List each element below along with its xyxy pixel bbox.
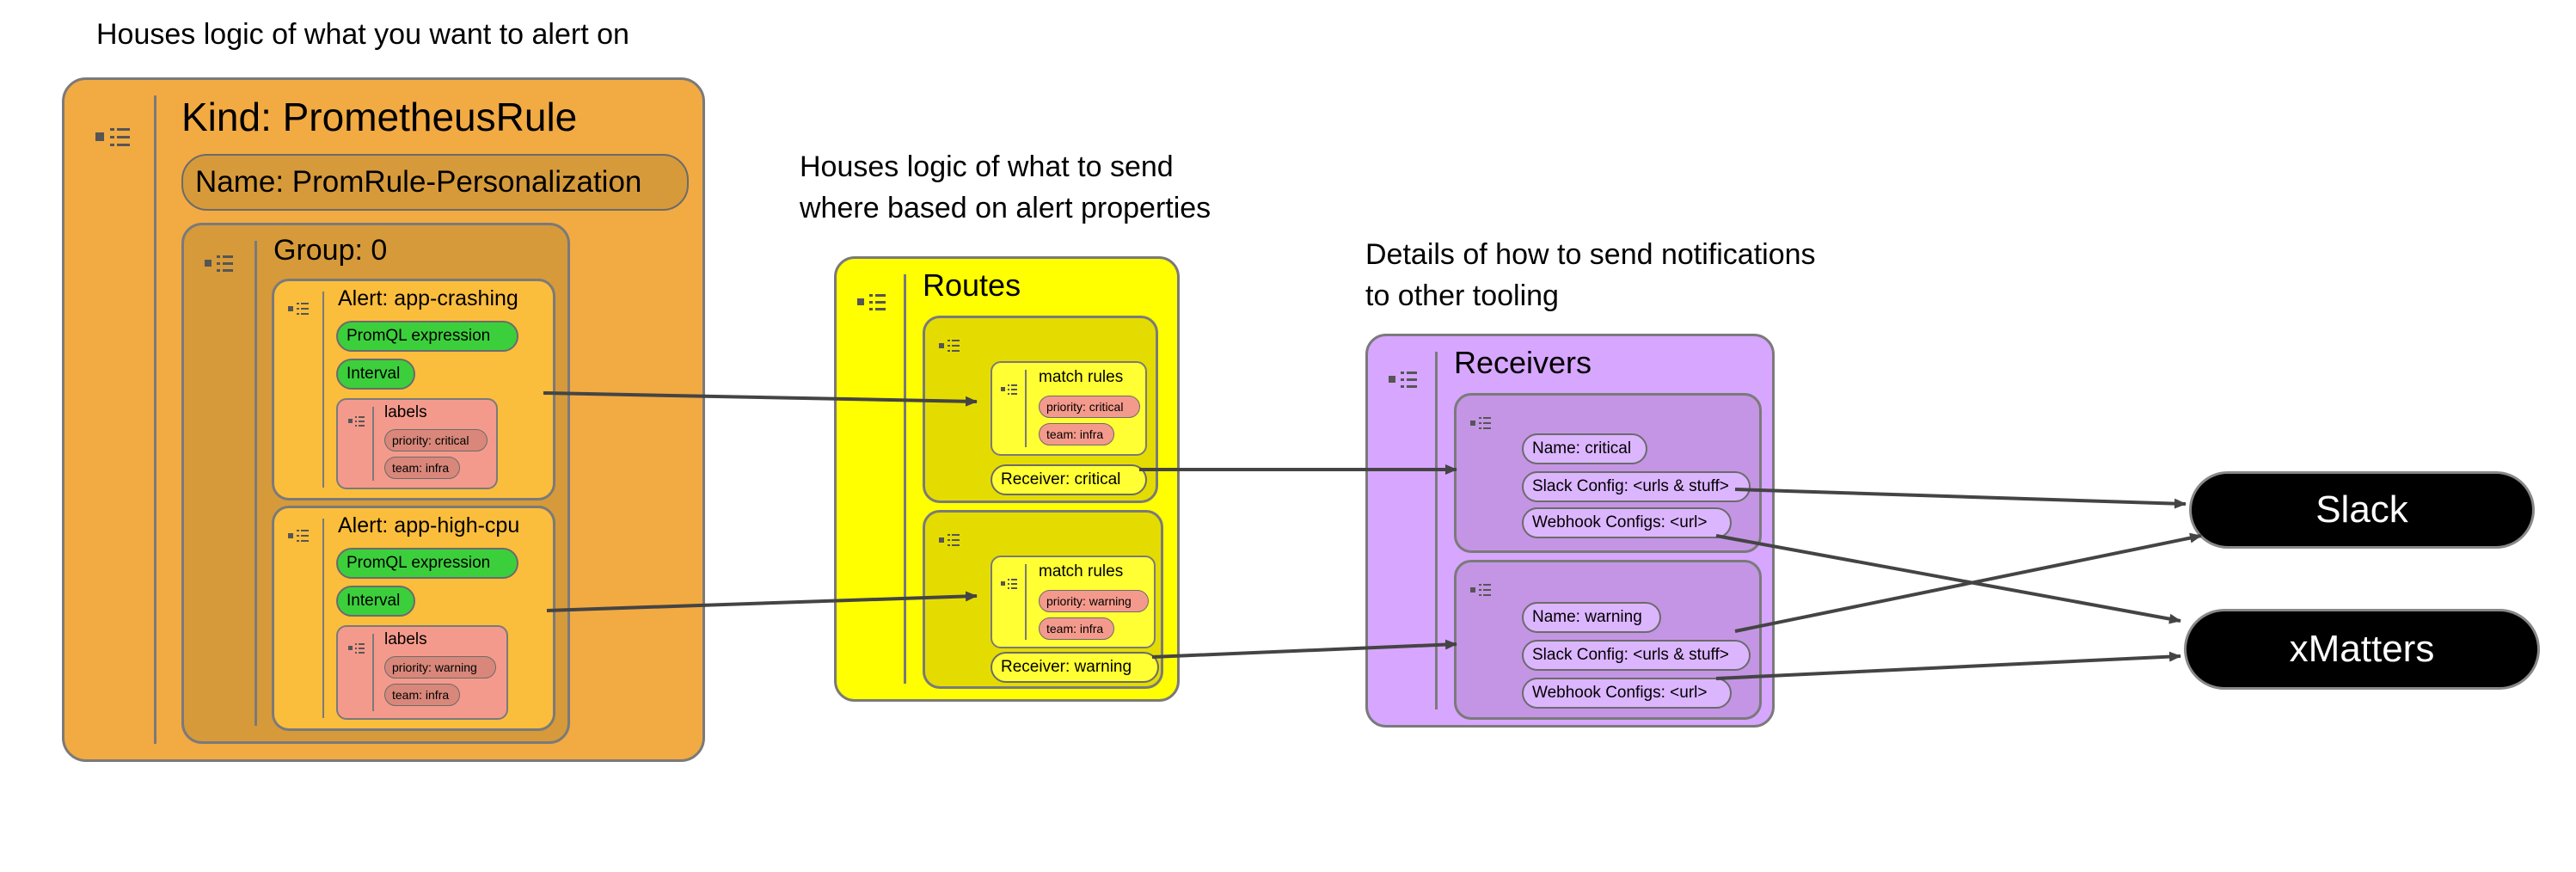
tree-divider bbox=[255, 241, 257, 726]
tree-collapse-icon[interactable] bbox=[205, 255, 234, 273]
receiver-name-pill: Name: warning bbox=[1522, 602, 1661, 633]
routes-box[interactable]: Routes match rules priority: critical te… bbox=[834, 256, 1180, 702]
tree-collapse-icon[interactable] bbox=[288, 529, 310, 544]
tree-collapse-icon[interactable] bbox=[348, 642, 365, 654]
receiver-box[interactable]: Name: critical Slack Config: <urls & stu… bbox=[1454, 393, 1762, 553]
tree-collapse-icon[interactable] bbox=[1470, 583, 1493, 599]
tree-collapse-icon[interactable] bbox=[1001, 384, 1018, 396]
slack-config-pill: Slack Config: <urls & stuff> bbox=[1522, 471, 1751, 502]
tree-divider bbox=[904, 274, 906, 684]
tree-divider bbox=[1025, 370, 1027, 447]
labels-title: labels bbox=[384, 403, 427, 421]
tree-collapse-icon[interactable] bbox=[939, 533, 961, 549]
alert-title: Alert: app-high-cpu bbox=[338, 513, 520, 537]
tree-collapse-icon[interactable] bbox=[288, 302, 310, 317]
alert-box[interactable]: Alert: app-high-cpu PromQL expression In… bbox=[272, 506, 555, 731]
promql-expression-pill: PromQL expression bbox=[336, 548, 518, 579]
receiver-name-pill: Name: critical bbox=[1522, 433, 1647, 464]
label-pill: team: infra bbox=[384, 457, 460, 479]
label-pill: team: infra bbox=[384, 684, 460, 706]
tree-divider bbox=[1025, 564, 1027, 640]
tree-collapse-icon[interactable] bbox=[1389, 371, 1418, 390]
route-box[interactable]: match rules priority: warning team: infr… bbox=[923, 510, 1163, 689]
routes-caption: Houses logic of what to send where based… bbox=[800, 150, 1211, 224]
interval-pill: Interval bbox=[336, 359, 415, 390]
prometheus-rule-box[interactable]: Kind: PrometheusRule Name: PromRule-Pers… bbox=[62, 77, 705, 762]
labels-title: labels bbox=[384, 630, 427, 648]
match-rules-title: match rules bbox=[1039, 562, 1124, 580]
label-pill: priority: critical bbox=[384, 429, 488, 451]
tree-divider bbox=[372, 634, 374, 711]
labels-box[interactable]: labels priority: critical team: infra bbox=[336, 398, 498, 489]
group-label: Group: 0 bbox=[273, 234, 388, 267]
tree-divider bbox=[322, 519, 324, 718]
arrow-critical-webhook-to-xmatters bbox=[1715, 534, 2181, 624]
tree-divider bbox=[1435, 352, 1438, 709]
webhook-configs-pill: Webhook Configs: <url> bbox=[1522, 507, 1732, 538]
match-rules-box[interactable]: match rules priority: critical team: inf… bbox=[991, 361, 1147, 456]
arrow-warning-slack-to-slack bbox=[1734, 532, 2202, 633]
arrow-route-warning-to-receiver bbox=[1151, 639, 1457, 659]
rule-caption: Houses logic of what you want to alert o… bbox=[96, 18, 629, 51]
match-rules-box[interactable]: match rules priority: warning team: infr… bbox=[991, 556, 1156, 648]
tree-collapse-icon[interactable] bbox=[857, 293, 886, 312]
label-pill: priority: warning bbox=[384, 656, 496, 679]
slack-config-pill: Slack Config: <urls & stuff> bbox=[1522, 640, 1751, 671]
xmatters-target[interactable]: xMatters bbox=[2184, 609, 2540, 690]
tree-divider bbox=[154, 95, 156, 744]
kind-label: Kind: PrometheusRule bbox=[181, 95, 578, 139]
promql-expression-pill: PromQL expression bbox=[336, 321, 518, 352]
receivers-box[interactable]: Receivers Name: critical Slack Config: <… bbox=[1365, 334, 1775, 728]
routes-title: Routes bbox=[923, 267, 1021, 303]
match-rule-pill: priority: warning bbox=[1039, 590, 1149, 612]
match-rule-pill: team: infra bbox=[1039, 423, 1114, 445]
receivers-title: Receivers bbox=[1454, 345, 1592, 380]
receivers-caption: Details of how to send notifications to … bbox=[1365, 238, 1816, 312]
alert-title: Alert: app-crashing bbox=[338, 286, 518, 310]
alert-box[interactable]: Alert: app-crashing PromQL expression In… bbox=[272, 279, 555, 500]
receiver-box[interactable]: Name: warning Slack Config: <urls & stuf… bbox=[1454, 560, 1762, 720]
tree-divider bbox=[372, 407, 374, 481]
slack-target[interactable]: Slack bbox=[2189, 471, 2535, 549]
arrow-alert-critical-to-route bbox=[543, 391, 978, 407]
route-receiver-pill: Receiver: critical bbox=[991, 464, 1147, 495]
arrow-alert-warning-to-route bbox=[546, 591, 978, 612]
labels-box[interactable]: labels priority: warning team: infra bbox=[336, 625, 508, 720]
arrow-critical-slack-to-slack bbox=[1734, 488, 2187, 509]
tree-collapse-icon[interactable] bbox=[1470, 416, 1493, 432]
group-box[interactable]: Group: 0 Alert: app-crashing PromQL expr… bbox=[181, 223, 570, 744]
tree-collapse-icon[interactable] bbox=[348, 415, 365, 427]
route-box[interactable]: match rules priority: critical team: inf… bbox=[923, 316, 1158, 503]
rule-name-pill: Name: PromRule-Personalization bbox=[181, 154, 689, 211]
tree-collapse-icon[interactable] bbox=[95, 126, 132, 149]
interval-pill: Interval bbox=[336, 586, 415, 617]
tree-collapse-icon[interactable] bbox=[939, 339, 961, 354]
tree-divider bbox=[322, 292, 324, 488]
route-receiver-pill: Receiver: warning bbox=[991, 652, 1159, 683]
tree-collapse-icon[interactable] bbox=[1001, 578, 1018, 590]
match-rules-title: match rules bbox=[1039, 368, 1124, 386]
match-rule-pill: team: infra bbox=[1039, 617, 1114, 640]
arrow-warning-webhook-to-xmatters bbox=[1715, 651, 2181, 680]
match-rule-pill: priority: critical bbox=[1039, 396, 1140, 418]
webhook-configs-pill: Webhook Configs: <url> bbox=[1522, 678, 1732, 709]
